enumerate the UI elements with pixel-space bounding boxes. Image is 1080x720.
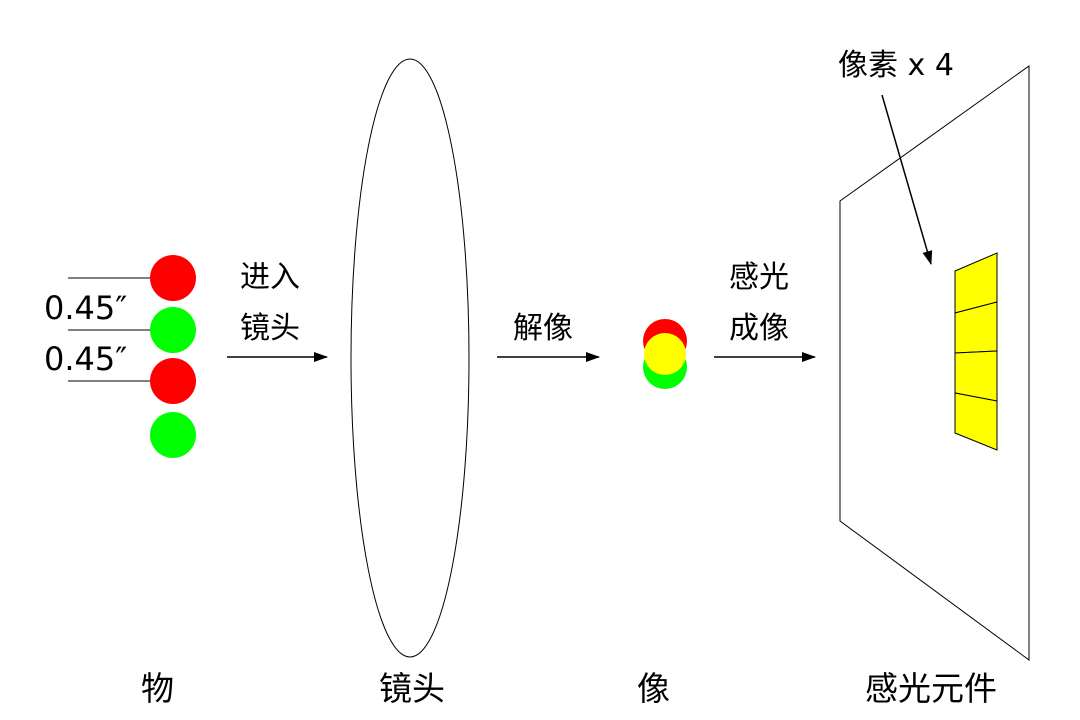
image-blur-yellow [644,333,686,375]
spacing-label-top: 0.45″ [44,290,127,326]
expose-label-line1: 感光 [729,260,789,296]
object-dot-red-1 [150,255,196,301]
sensor-plane [840,66,1029,660]
sensor-pixels [955,253,997,450]
object-dots [150,255,196,458]
object-dot-green-2 [150,412,196,458]
blurred-image [643,319,687,389]
object-label: 物 [141,670,174,708]
enter-lens-label-line1: 进入 [240,260,300,296]
pixels-label: 像素 x 4 [838,48,954,84]
lens-ellipse [351,59,469,657]
lens-label: 镜头 [379,670,445,708]
spacing-label-bottom: 0.45″ [44,341,127,377]
enter-lens-label-line2: 镜头 [240,311,300,347]
resolve-label: 解像 [513,311,573,347]
object-dot-red-2 [150,358,196,404]
object-dot-green-1 [150,307,196,353]
expose-label-line2: 成像 [729,311,789,347]
image-label: 像 [637,670,670,708]
sensor-label: 感光元件 [865,670,997,708]
sensor-pixel-3 [955,351,997,401]
